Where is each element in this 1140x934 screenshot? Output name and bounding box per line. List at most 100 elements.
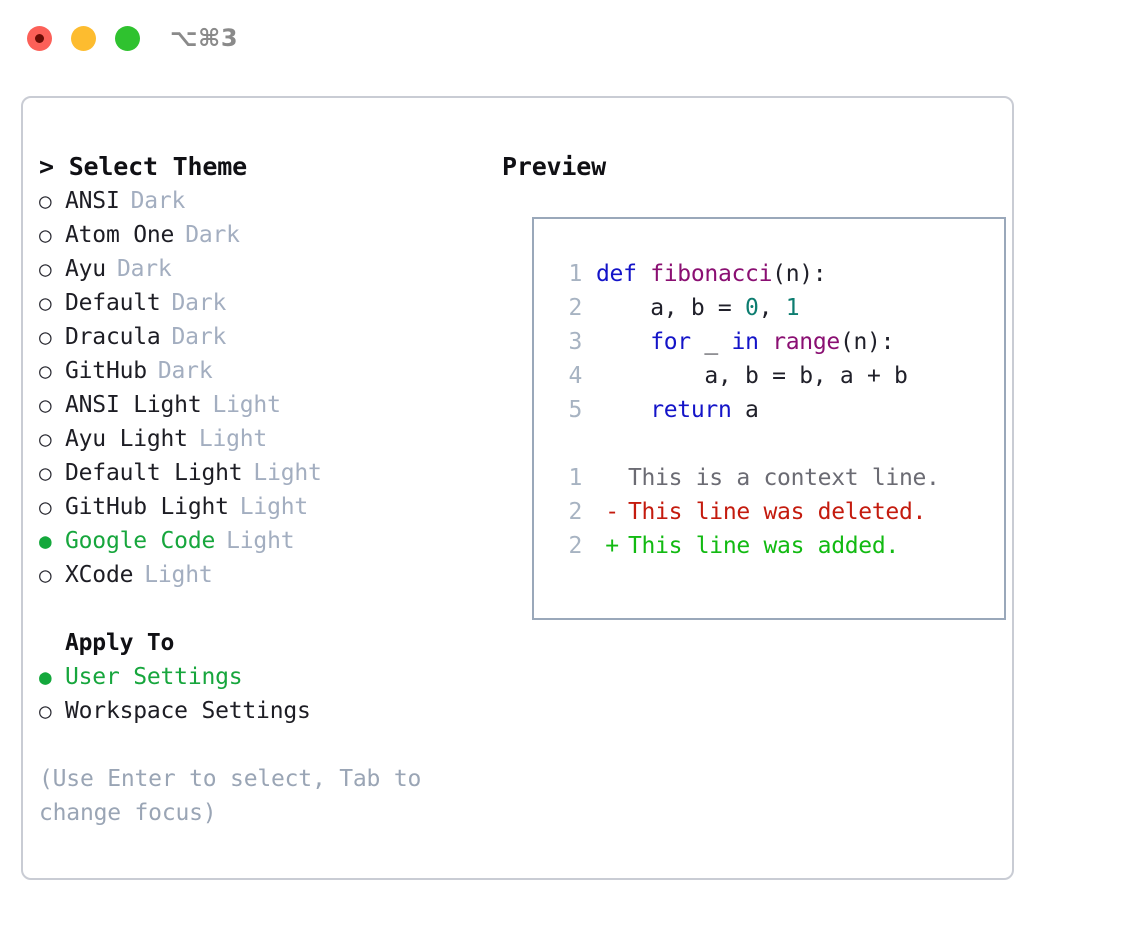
code-line-text: for _ in range(n):	[596, 325, 894, 359]
theme-option-github-light[interactable]: ○ GitHub Light Light	[39, 490, 489, 524]
radio-unselected-icon: ○	[39, 291, 52, 315]
theme-variant-badge: Light	[239, 494, 309, 520]
code-token-plain	[759, 329, 773, 355]
diff-line-del: 2-This line was deleted.	[552, 495, 1004, 529]
close-button-icon[interactable]	[27, 26, 52, 51]
apply-to-option-label: Workspace Settings	[65, 698, 311, 724]
diff-line-ctx: 1 This is a context line.	[552, 461, 1004, 495]
radio-unselected-icon: ○	[39, 223, 52, 247]
code-token-plain: a, b =	[596, 295, 746, 321]
diff-marker-ctx	[596, 461, 628, 495]
code-line-number: 1	[568, 261, 582, 287]
radio-unselected-icon: ○	[39, 325, 52, 349]
apply-to-option-workspace-settings[interactable]: ○ Workspace Settings	[39, 694, 489, 728]
code-token-kw: return	[650, 397, 732, 423]
theme-variant-badge: Dark	[185, 222, 240, 248]
theme-option-label: Ayu	[65, 256, 106, 282]
code-token-kw: def	[596, 261, 651, 287]
title-bar: ⌥⌘3	[0, 0, 1140, 78]
code-token-kw: in	[731, 329, 759, 355]
list-spacer	[39, 592, 489, 626]
radio-unselected-icon: ○	[39, 495, 52, 519]
theme-option-label: Ayu Light	[65, 426, 188, 452]
theme-variant-badge: Light	[253, 460, 322, 486]
diff-line-number: 2	[568, 499, 582, 525]
code-line-number: 4	[568, 363, 582, 389]
radio-unselected-icon: ○	[39, 189, 52, 213]
apply-to-option-user-settings[interactable]: ●User Settings	[39, 660, 489, 694]
code-token-fn: fibonacci	[650, 261, 773, 287]
theme-variant-badge: Light	[212, 392, 281, 418]
select-theme-title: > Select Theme	[39, 152, 247, 181]
code-line-text: def fibonacci(n):	[596, 257, 827, 291]
maximize-button-icon[interactable]	[115, 26, 140, 51]
code-line-text: a, b = b, a + b	[596, 359, 908, 393]
code-line: 5 return a	[552, 393, 1004, 427]
code-token-num: 0	[745, 295, 759, 321]
theme-variant-badge: Dark	[157, 358, 213, 384]
code-token-plain: (n):	[839, 329, 895, 355]
diff-line-text: This line was added.	[628, 533, 899, 559]
code-token-plain: a	[731, 397, 759, 423]
diff-marker-add: +	[605, 533, 619, 559]
code-token-fn: range	[772, 329, 840, 355]
diff-line-number: 2	[568, 533, 582, 559]
code-token-plain: ,	[758, 295, 786, 321]
preview-title: Preview	[502, 152, 606, 181]
theme-option-ayu-light[interactable]: ○ Ayu Light Light	[39, 422, 489, 456]
code-line: 3 for _ in range(n):	[552, 325, 1004, 359]
code-line-number: 3	[568, 329, 582, 355]
radio-unselected-icon: ○	[39, 699, 52, 723]
theme-variant-badge: Dark	[171, 324, 227, 350]
keyboard-hint-text: (Use Enter to select, Tab to change focu…	[39, 766, 422, 826]
keyboard-shortcut-label: ⌥⌘3	[170, 24, 239, 52]
code-token-plain	[596, 397, 650, 423]
radio-unselected-icon: ○	[39, 359, 52, 383]
code-line-number: 2	[568, 295, 582, 321]
theme-variant-badge: Dark	[171, 290, 227, 316]
code-token-plain: a, b = b, a + b	[596, 363, 908, 389]
theme-option-label: Dracula	[65, 324, 161, 350]
theme-option-dracula[interactable]: ○ Dracula Dark	[39, 320, 489, 354]
theme-variant-badge: Light	[226, 528, 295, 554]
theme-variant-badge: Dark	[116, 256, 172, 282]
code-token-plain: (n):	[772, 261, 827, 287]
radio-unselected-icon: ○	[39, 393, 52, 417]
theme-option-atom-one[interactable]: ○ Atom One Dark	[39, 218, 489, 252]
radio-unselected-icon: ○	[39, 461, 52, 485]
code-token-num: 1	[785, 295, 800, 321]
apply-to-list: ●User Settings ○ Workspace Settings	[39, 660, 489, 728]
apply-to-title: Apply To	[65, 630, 175, 656]
code-line-text: a, b = 0, 1	[596, 291, 799, 325]
diff-line-text: This is a context line.	[628, 465, 940, 491]
diff-line-add: 2 + This line was added.	[552, 529, 1004, 563]
window-controls	[27, 26, 140, 51]
theme-option-label: XCode	[65, 562, 134, 588]
theme-variant-badge: Light	[198, 426, 268, 452]
theme-option-label: Atom One	[65, 222, 175, 248]
code-token-plain: _	[690, 329, 732, 355]
minimize-button-icon[interactable]	[71, 26, 96, 51]
code-line-number: 5	[568, 397, 582, 423]
radio-unselected-icon: ○	[39, 427, 52, 451]
theme-option-label: GitHub Light	[65, 494, 229, 520]
code-token-kw: for	[650, 329, 691, 355]
code-line: 2 a, b = 0, 1	[552, 291, 1004, 325]
code-token-plain	[596, 329, 650, 355]
code-line: 1 def fibonacci(n):	[552, 257, 1004, 291]
theme-variant-badge: Light	[144, 562, 213, 588]
theme-option-label: ANSI	[65, 188, 120, 214]
